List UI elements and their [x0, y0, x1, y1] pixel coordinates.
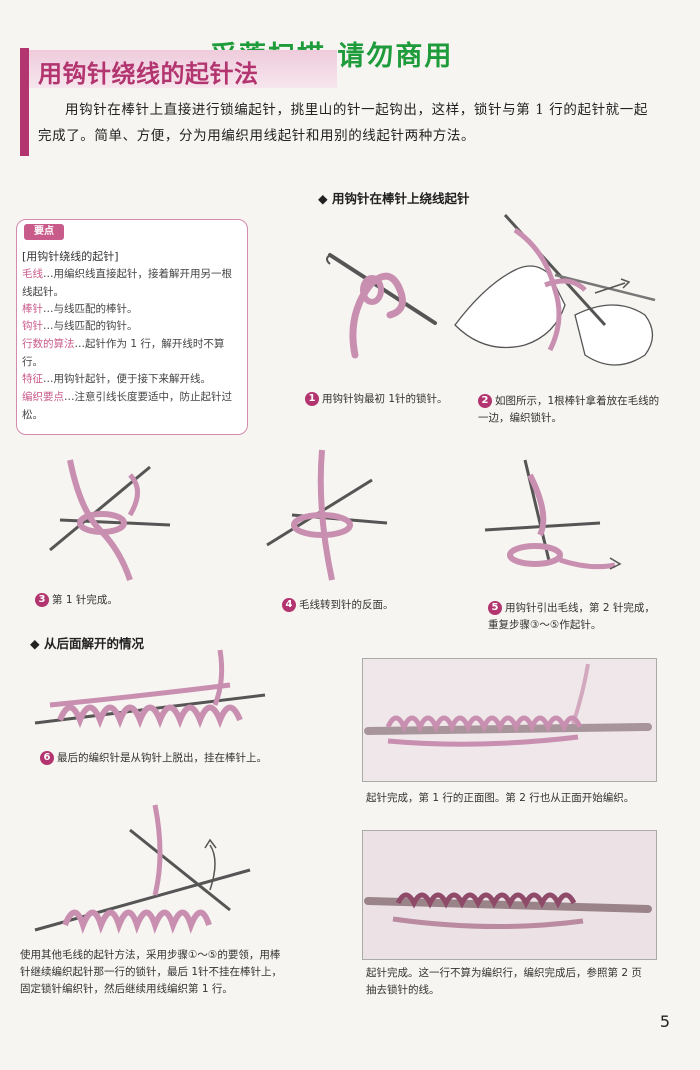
step-text: 第 1 针完成。 — [52, 594, 118, 606]
keypoint-heading: [用钩针绕线的起针] — [22, 250, 119, 263]
keypoint-text: …起针作为 1 行，解开线时不算行。 — [22, 338, 225, 368]
keypoint-row: 棒针…与线匹配的棒针。 — [22, 301, 240, 319]
keypoint-term: 行数的算法 — [22, 338, 75, 350]
step-text: 毛线转到针的反面。 — [299, 599, 394, 611]
keypoint-term: 特征 — [22, 373, 43, 385]
title-background — [29, 50, 337, 88]
keypoint-box — [16, 219, 248, 435]
step-number: 2 — [478, 394, 492, 408]
step-number: 6 — [40, 751, 54, 765]
keypoint-text: …与线匹配的钩针。 — [43, 320, 138, 332]
knitting-photo-2 — [363, 831, 656, 959]
title-accent-bar — [20, 48, 29, 156]
keypoint-row: 钩针…与线匹配的钩针。 — [22, 318, 240, 336]
page-number: 5 — [659, 1012, 670, 1031]
step-2-illustration — [454, 213, 656, 366]
keypoint-term: 毛线 — [22, 268, 43, 280]
photo-2-caption: 起针完成。这一行不算为编织行，编织完成后，参照第 2 页抽去锁针的线。 — [366, 967, 642, 996]
keypoint-row: 行数的算法…起针作为 1 行，解开线时不算行。 — [22, 336, 240, 371]
step-6-illustration — [34, 649, 266, 729]
section-heading-1: ◆ 用钩针在棒针上绕线起针 — [318, 191, 470, 206]
keypoint-text: …用编织线直接起针，接着解开用另一根线起针。 — [22, 268, 232, 298]
step-1-illustration — [326, 253, 437, 359]
section-heading-2: ◆ 从后面解开的情况 — [30, 636, 144, 651]
keypoint-text: …用钩针起针，便于接下来解开线。 — [43, 373, 211, 385]
keypoint-row: 特征…用钩针起针，便于接下来解开线。 — [22, 371, 240, 389]
step-number: 1 — [305, 392, 319, 406]
intro-paragraph: 用钩针在棒针上直接进行锁编起针，挑里山的针一起钩出，这样，锁针与第 1 行的起针… — [38, 102, 648, 144]
photo-complete — [362, 830, 657, 960]
keypoint-tab: 要点 — [24, 224, 64, 240]
step-number: 4 — [282, 598, 296, 612]
keypoint-row: 编织要点…注意引线长度要适中，防止起针过松。 — [22, 389, 240, 424]
photo-first-row — [362, 658, 657, 782]
step-number: 5 — [488, 601, 502, 615]
step-text: 如图所示，1根棒针拿着放在毛线的一边，编织锁针。 — [478, 395, 660, 424]
page-title: 用钩针绕线的起针法 — [38, 60, 259, 88]
step-5-illustration — [484, 459, 622, 570]
keypoint-text: …注意引线长度要适中，防止起针过松。 — [22, 391, 232, 421]
photo-1-caption: 起针完成，第 1 行的正面图。第 2 行也从正面开始编织。 — [366, 792, 635, 804]
step-text: 最后的编织针是从钩针上脱出，挂在棒针上。 — [57, 752, 267, 764]
other-method-caption: 使用其他毛线的起针方法，采用步骤①～⑤的要领，用棒针继续编织起针那一行的锁针，最… — [20, 949, 283, 995]
step-3-illustration — [49, 459, 171, 581]
keypoint-term: 钩针 — [22, 320, 43, 332]
step-text: 用钩针钩最初 1针的锁针。 — [322, 393, 448, 405]
step-number: 3 — [35, 593, 49, 607]
keypoint-term: 编织要点 — [22, 391, 64, 403]
other-method-illustration — [34, 804, 251, 934]
step-text: 用钩针引出毛线，第 2 针完成，重复步骤③～⑤作起针。 — [488, 602, 655, 631]
keypoint-text: …与线匹配的棒针。 — [43, 303, 138, 315]
keypoint-term: 棒针 — [22, 303, 43, 315]
keypoint-row: 毛线…用编织线直接起针，接着解开用另一根线起针。 — [22, 266, 240, 301]
knitting-photo-1 — [363, 659, 656, 781]
step-4-illustration — [266, 449, 388, 581]
